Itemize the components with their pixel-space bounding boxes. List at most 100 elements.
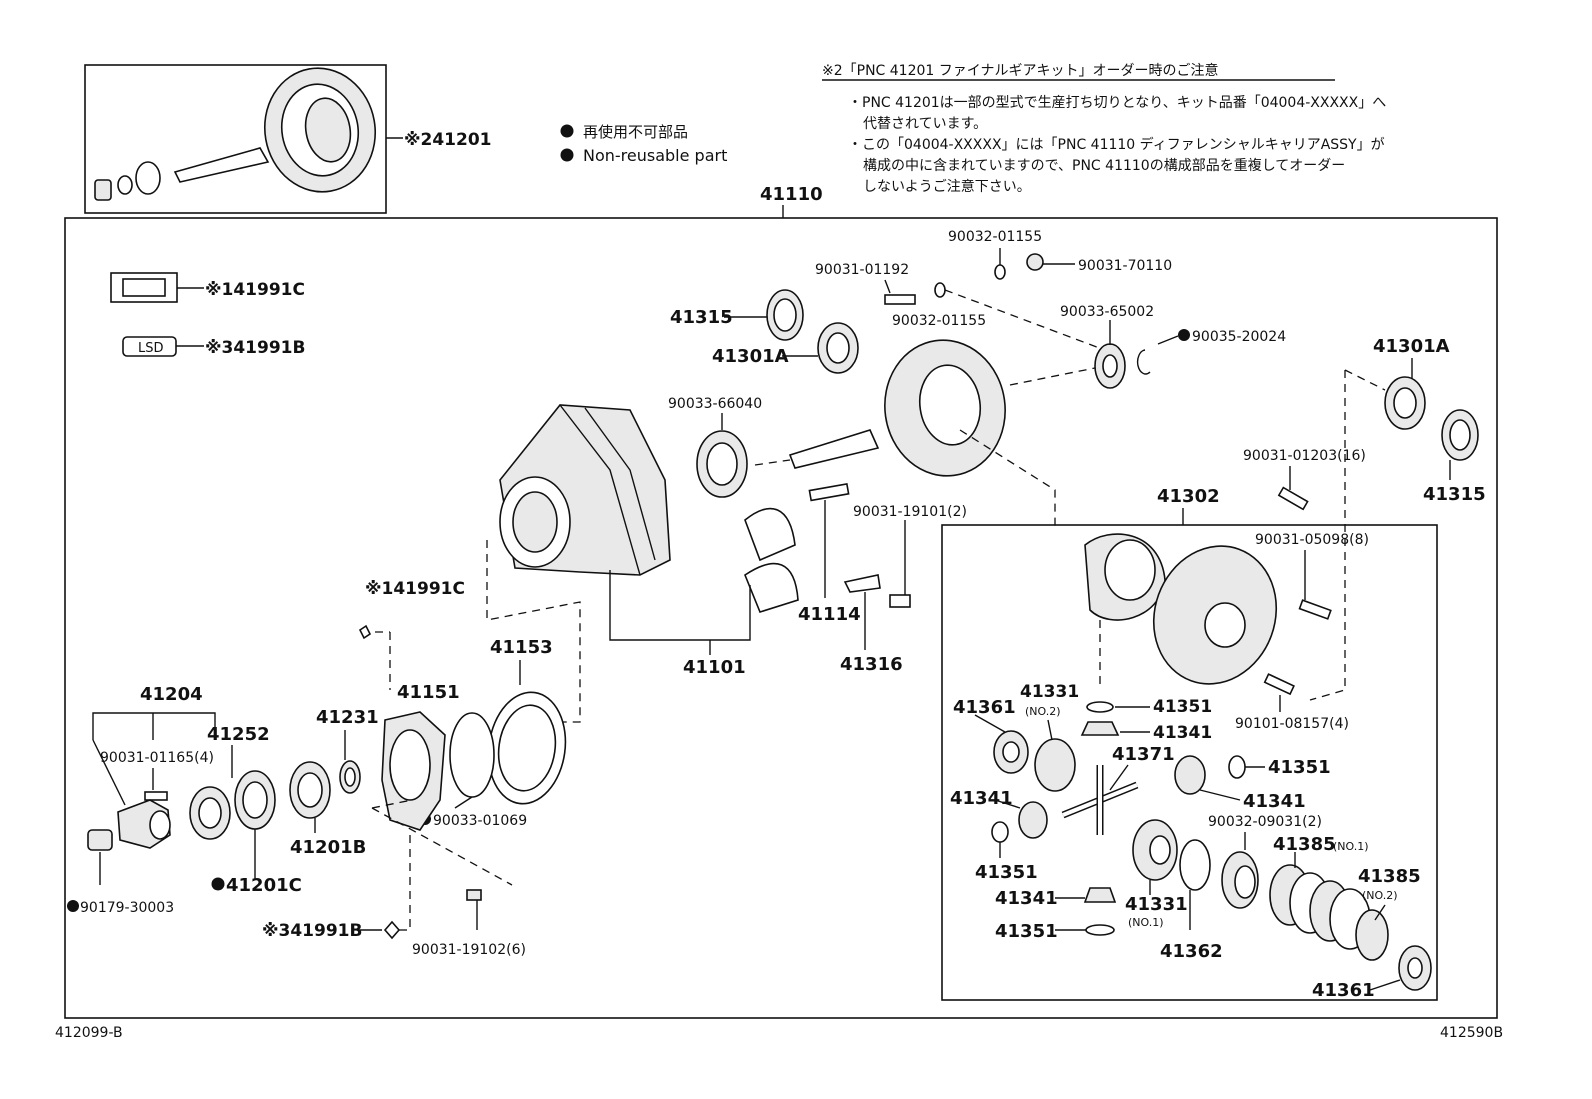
main-assembly-frame xyxy=(64,217,1498,1019)
note-line: ・この「04004-XXXXX」には「PNC 41110 ディファレンシャルキャ… xyxy=(848,136,1385,153)
note-line: ・PNC 41201は一部の型式で生産打ち切りとなり、キット品番「04004-X… xyxy=(848,94,1386,111)
bolt-icon xyxy=(1277,486,1309,511)
non-reusable-bullet-icon xyxy=(560,148,574,162)
part-label: 41252 xyxy=(207,724,270,745)
washer-icon xyxy=(1228,755,1246,779)
carrier-housing xyxy=(499,404,671,576)
part-label: 41201C xyxy=(226,875,302,896)
bolt-icon xyxy=(1298,599,1332,620)
part-label: 41341 xyxy=(1243,791,1306,812)
differential-case-frame xyxy=(941,524,1438,1001)
part-label: 41351 xyxy=(975,862,1038,883)
part-label: 90031-19101(2) xyxy=(853,504,967,520)
bearing-cone xyxy=(817,322,859,374)
part-label: 41331 xyxy=(1020,682,1079,702)
part-label: 41351 xyxy=(995,921,1058,942)
non-reusable-bullet-icon xyxy=(67,900,79,912)
bearing xyxy=(1094,343,1126,389)
part-label: 41341 xyxy=(1153,723,1212,743)
bolt-icon xyxy=(466,889,482,901)
part-label: 41385 xyxy=(1273,834,1336,855)
side-gear xyxy=(1034,738,1076,792)
pinion-shaft-spider xyxy=(1061,765,1139,835)
ring-gear xyxy=(884,339,1006,477)
pinion-gear xyxy=(1174,755,1206,795)
washer-icon xyxy=(991,821,1009,843)
washer-icon xyxy=(934,282,946,298)
part-label: 90032-01155 xyxy=(948,229,1042,245)
lock-plate-icon xyxy=(843,574,881,593)
washer-icon xyxy=(1086,701,1114,713)
part-label: 41331 xyxy=(1125,894,1188,915)
note-line: 構成の中に含まれていますので、PNC 41110の構成部品を重複してオーダー xyxy=(863,157,1345,174)
part-label: 41114 xyxy=(798,604,861,625)
part-label: 41361 xyxy=(1312,980,1375,1001)
part-label: 90031-01165(4) xyxy=(100,750,214,766)
part-label: 90031-01203(16) xyxy=(1243,448,1366,464)
pinion-gear xyxy=(1018,801,1048,839)
bearing-cone xyxy=(1384,376,1426,430)
part-label: 41341 xyxy=(995,888,1058,909)
o-ring xyxy=(449,712,495,798)
part-label: ※141991C xyxy=(365,579,465,599)
pinion-bearing xyxy=(696,430,748,498)
diagram-code-left: 412099-B xyxy=(55,1025,123,1041)
part-label: 90031-19102(6) xyxy=(412,942,526,958)
part-label: 41371 xyxy=(1112,744,1175,765)
part-label: 90031-70110 xyxy=(1078,258,1172,274)
main-assembly-label: 41110 xyxy=(760,184,823,205)
drive-pinion xyxy=(788,429,880,469)
bearing-race xyxy=(1441,409,1479,461)
companion-flange xyxy=(117,799,171,849)
inset-box xyxy=(84,64,387,214)
part-label: (NO.1) xyxy=(1128,916,1164,929)
part-label: 41231 xyxy=(316,707,379,728)
bearing-41201B xyxy=(289,761,331,819)
part-label: 41204 xyxy=(140,684,203,705)
note-line: しないようご注意下さい。 xyxy=(863,178,1031,195)
part-label: 90033-65002 xyxy=(1060,304,1154,320)
bolt-icon xyxy=(808,483,850,502)
non-reusable-bullet-icon xyxy=(211,877,225,891)
part-label: 90031-01192 xyxy=(815,262,909,278)
part-label: 41361 xyxy=(953,697,1016,718)
note-line: 代替されています。 xyxy=(863,116,987,132)
clutch-plate-stack xyxy=(1269,864,1389,961)
differential-case-flange xyxy=(1152,545,1278,685)
part-label: 41201B xyxy=(290,837,366,858)
bolt-icon xyxy=(1263,673,1295,696)
part-label: 90033-01069 xyxy=(433,813,527,829)
label-tag-icon xyxy=(110,272,178,303)
inset-part-label: ※241201 xyxy=(404,130,492,150)
bolt-icon xyxy=(144,791,168,801)
part-label: 41153 xyxy=(490,637,553,658)
legend-non-reusable-ja: 再使用不可部品 xyxy=(583,123,688,141)
note-title: ※2「PNC 41201 ファイナルギアキット」オーダー時のご注意 xyxy=(822,62,1218,79)
part-label: 90101-08157(4) xyxy=(1235,716,1349,732)
pinion-gear xyxy=(1083,887,1117,903)
part-label: 41151 xyxy=(397,682,460,703)
part-label: 41351 xyxy=(1268,757,1331,778)
snap-ring-icon xyxy=(1136,349,1151,375)
part-label: 90033-66040 xyxy=(668,396,762,412)
part-label: 41316 xyxy=(840,654,903,675)
washer-icon xyxy=(1085,924,1115,936)
diagram-code-right: 412590B xyxy=(1440,1025,1503,1041)
differential-case xyxy=(1084,533,1166,621)
part-label: 90032-09031(2) xyxy=(1208,814,1322,830)
part-label: ※141991C xyxy=(205,280,305,300)
legend-non-reusable-en: Non-reusable part xyxy=(583,146,727,165)
part-label: (NO.2) xyxy=(1362,889,1398,902)
part-label: (NO.2) xyxy=(1025,705,1061,718)
part-label: 41101 xyxy=(683,657,746,678)
part-label: 41362 xyxy=(1160,941,1223,962)
final-gear-kit-illustration xyxy=(94,67,377,201)
non-reusable-bullet-icon xyxy=(560,124,574,138)
bearing-cap xyxy=(744,507,799,613)
part-label: 41301A xyxy=(712,346,789,367)
part-label: 41341 xyxy=(950,788,1013,809)
sub-assembly-label: 41302 xyxy=(1157,486,1220,507)
label-tag-icon xyxy=(383,920,401,940)
